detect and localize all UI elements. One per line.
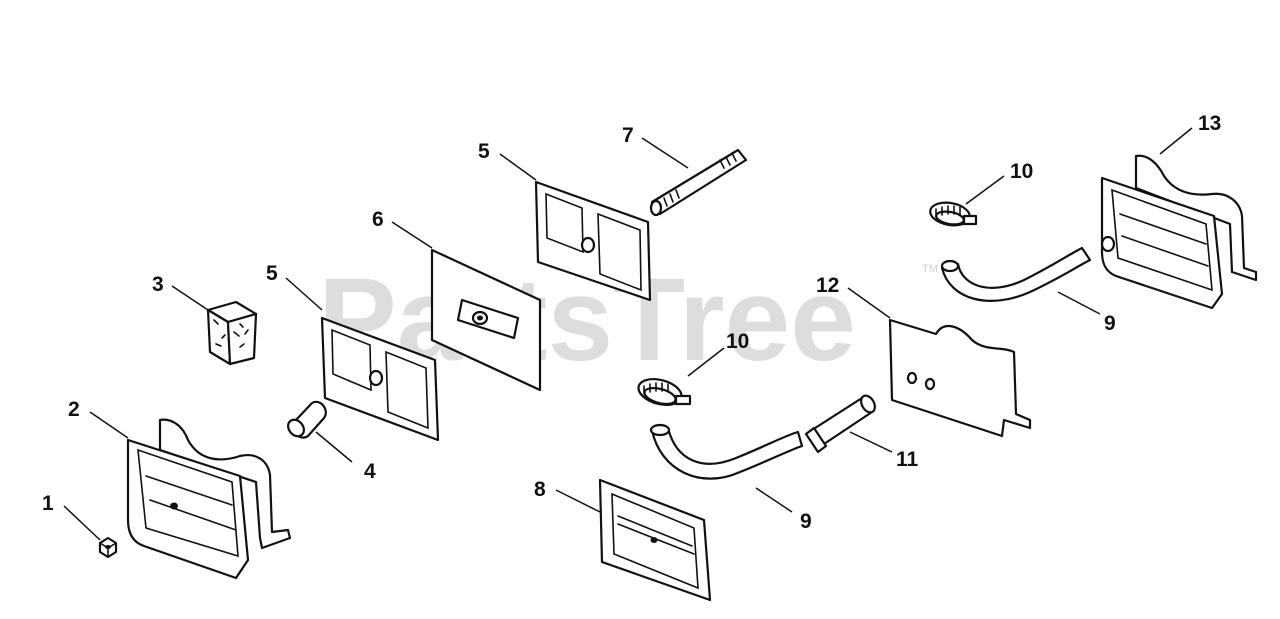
callout-11: 11 [896,448,919,471]
callout-12: 12 [816,274,839,297]
part-8-cover[interactable] [598,478,712,602]
callout-6: 6 [372,208,384,231]
part-9-hose-upper[interactable] [940,246,1092,302]
part-10-clamp-lower[interactable] [636,375,692,410]
part-12-plate[interactable] [888,318,1032,438]
part-1-nut[interactable] [98,536,118,559]
callout-5-top: 5 [478,140,490,163]
callout-10-lower: 10 [726,330,749,353]
part-10-clamp-upper[interactable] [928,200,978,229]
part-3-filter-element[interactable] [206,300,258,366]
part-5-gasket-top[interactable] [534,180,652,302]
callout-7: 7 [622,124,634,147]
callout-9-lower: 9 [800,510,812,533]
part-2-housing[interactable] [126,418,292,580]
part-7-stud[interactable] [649,148,748,217]
part-6-plate[interactable] [430,248,542,392]
callout-9-upper: 9 [1104,312,1116,335]
callout-8: 8 [534,478,546,501]
callout-10-upper: 10 [1010,160,1033,183]
part-5-gasket-left[interactable] [320,316,440,442]
callout-3: 3 [152,273,164,296]
watermark-trademark: TM [922,263,938,275]
part-13-housing[interactable] [1100,154,1258,310]
callout-4: 4 [364,460,376,483]
callout-5-left: 5 [266,262,278,285]
leader-lines [63,127,1193,541]
callout-1: 1 [42,492,54,515]
callout-labels: 1 2 3 4 5 5 6 7 8 9 9 10 10 11 12 13 [42,112,1221,533]
callout-13: 13 [1198,112,1221,135]
part-4-spacer[interactable] [285,400,327,440]
part-9-hose-lower[interactable] [649,423,804,480]
part-11-fitting[interactable] [804,393,878,454]
callout-2: 2 [68,398,80,421]
